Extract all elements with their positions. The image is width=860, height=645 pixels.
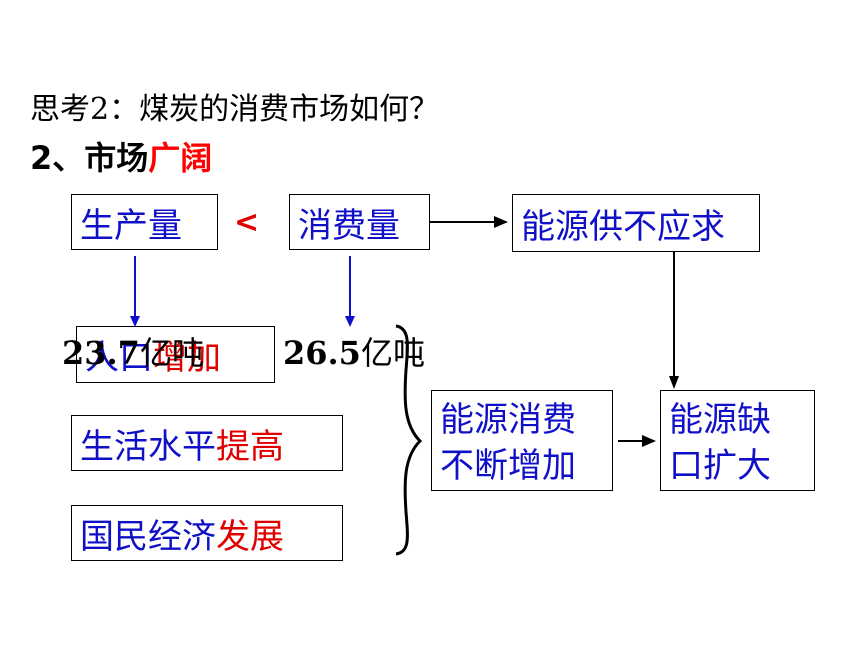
consumption-increase-line2: 不断增加 — [440, 446, 576, 486]
population-highlight: 增加 — [153, 338, 221, 378]
energy-gap-line1: 能源缺 — [669, 400, 771, 440]
population-box: 人口增加 — [76, 326, 275, 383]
energy-gap-line2: 口扩大 — [669, 446, 771, 486]
consumption-increase-line1: 能源消费 — [440, 400, 576, 440]
production-value-unit: 亿吨 — [139, 334, 204, 372]
consumption-increase-box: 能源消费不断增加 — [431, 390, 613, 491]
consumption-down-arrowhead — [345, 316, 355, 327]
consumption-to-shortage-arrowhead — [494, 216, 508, 228]
economy-box: 国民经济发展 — [71, 505, 343, 561]
consumption-value: 26.5亿吨 — [283, 328, 425, 374]
energy-gap-box: 能源缺口扩大 — [660, 390, 815, 491]
production-value: 23.7亿吨 — [62, 328, 204, 374]
economy-label: 国民经济 — [80, 516, 216, 557]
living-standard-box: 生活水平提高 — [71, 415, 343, 471]
population-label: 人口 — [85, 338, 153, 378]
supply-shortage-box: 能源供不应求 — [512, 194, 760, 252]
slide-title: 思考2：煤炭的消费市场如何？ — [30, 92, 440, 127]
section-heading: 2、市场广阔 — [30, 133, 212, 179]
production-down-arrowhead — [130, 316, 140, 327]
supply-shortage-label: 能源供不应求 — [521, 206, 725, 247]
consumption-box: 消费量 — [289, 194, 430, 250]
production-box: 生产量 — [71, 194, 218, 250]
section-heading-prefix: 2、市场 — [30, 139, 149, 177]
less-than-sign: < — [234, 205, 260, 240]
living-standard-highlight: 提高 — [216, 426, 284, 467]
consumption-value-number: 26.5 — [283, 334, 361, 372]
production-value-number: 23.7 — [62, 334, 140, 372]
shortage-to-gap-arrowhead — [669, 376, 679, 389]
increase-to-gap-arrowhead — [642, 435, 656, 447]
consumption-label: 消费量 — [298, 205, 400, 246]
production-label: 生产量 — [80, 205, 182, 246]
consumption-value-unit: 亿吨 — [360, 334, 425, 372]
curly-brace — [395, 324, 423, 556]
economy-highlight: 发展 — [216, 516, 284, 557]
section-heading-highlight: 广阔 — [148, 139, 213, 177]
living-standard-label: 生活水平 — [80, 426, 216, 467]
